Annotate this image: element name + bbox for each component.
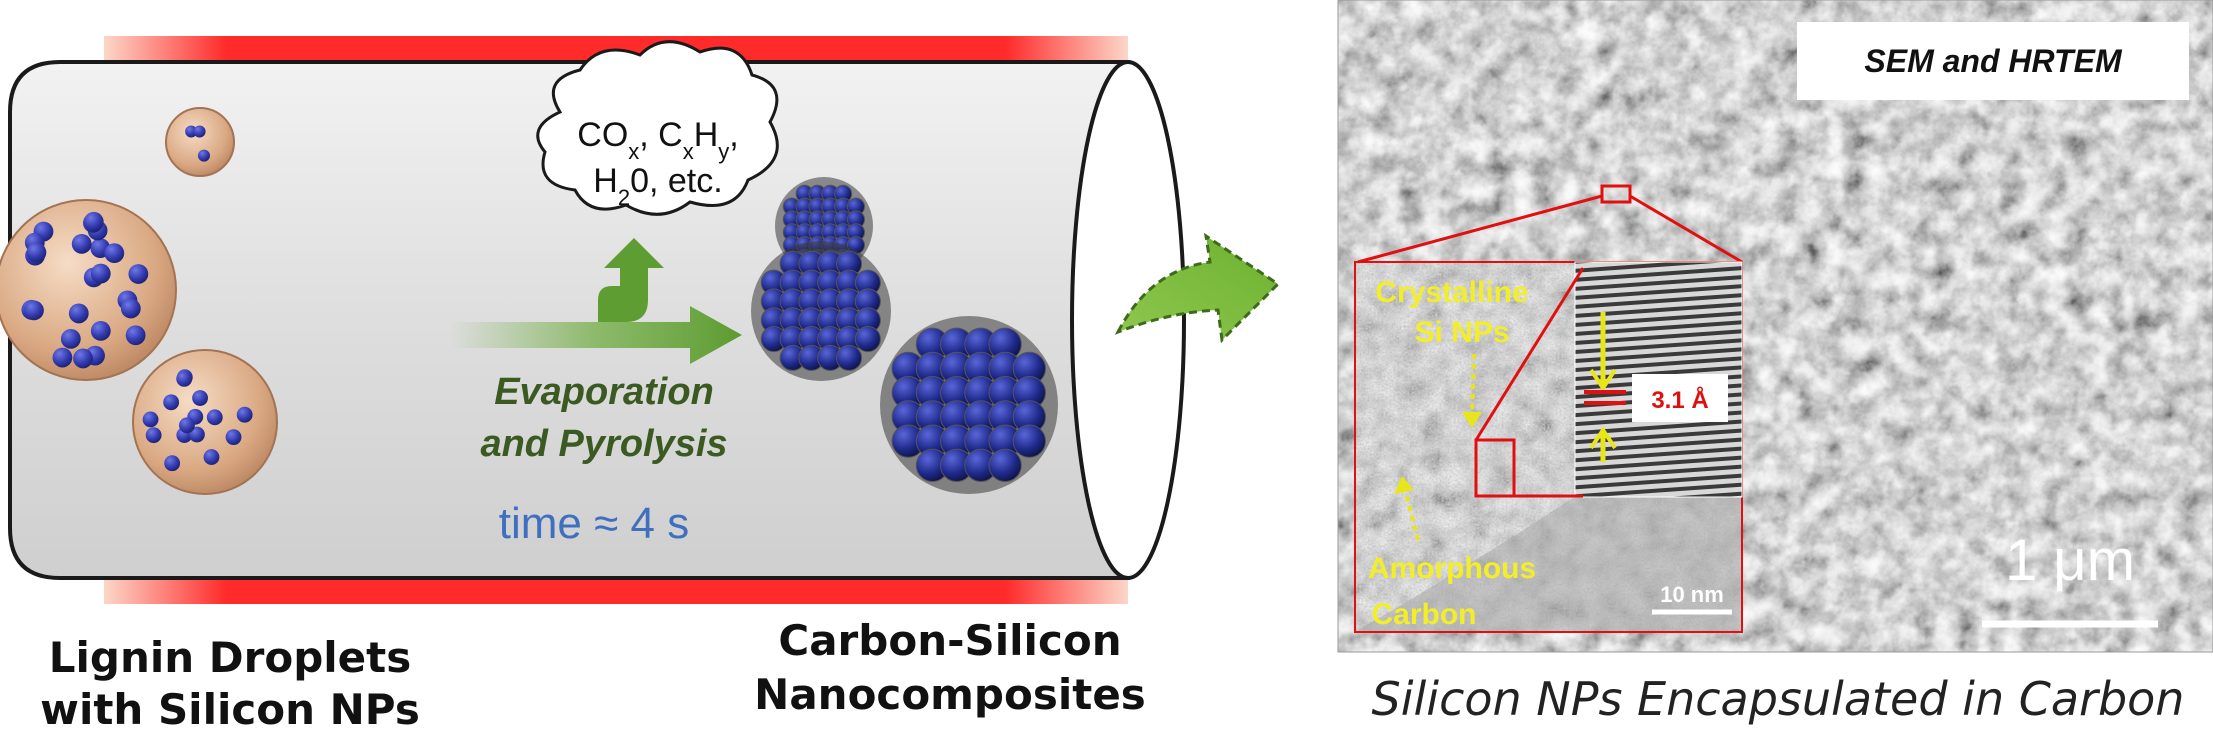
droplet	[132, 349, 278, 495]
silicon-np	[176, 370, 193, 387]
droplet	[0, 199, 177, 381]
lattice-label-box	[1632, 374, 1728, 422]
nanocomposites-label: Carbon-Silicon Nanocomposites	[740, 614, 1160, 722]
badge-box	[1797, 22, 2189, 100]
lignin-label-line-1: Lignin Droplets	[48, 633, 412, 682]
lignin-droplets-label: Lignin Droplets with Silicon NPs	[40, 632, 420, 736]
nanocomposite-cluster	[751, 241, 891, 381]
crystalline-pointer	[1470, 353, 1476, 419]
process-arrow	[450, 306, 742, 364]
zoom-line-left	[1357, 194, 1603, 264]
silicon-np	[164, 455, 181, 472]
lignin-label-line-2: with Silicon NPs	[40, 685, 420, 734]
silicon-np	[206, 409, 223, 426]
gas-release-arrow	[598, 238, 664, 322]
scale-label-small: 10 nm	[1660, 582, 1724, 607]
process-time: time ≈ 4 s	[499, 499, 689, 548]
silicon-np	[71, 233, 92, 254]
bottom-heater	[104, 578, 1128, 604]
silicon-np	[90, 263, 111, 284]
silicon-np	[179, 417, 195, 434]
cloud-line-1: COx, CxHy,	[577, 116, 738, 164]
droplet	[165, 107, 235, 177]
silicon-np	[104, 243, 125, 264]
silicon-np	[73, 348, 93, 369]
zoom-line-right	[1629, 194, 1743, 264]
nanocomposite-clusters	[751, 177, 1058, 494]
silicon-np	[128, 264, 149, 284]
cloud-line-2: H20, etc.	[593, 162, 722, 210]
silicon-np	[185, 125, 198, 138]
nanocomposites-label-line-1: Carbon-Silicon	[778, 616, 1122, 665]
amorphous-label-1: Amorphous	[1368, 552, 1536, 585]
lattice-spacing-label: 3.1 Å	[1651, 386, 1708, 414]
silicon-np	[197, 149, 210, 162]
silicon-np	[26, 242, 47, 263]
process-line-2: and Pyrolysis	[480, 423, 727, 465]
gas-cloud	[536, 40, 779, 216]
scale-label-large: 1 μm	[2005, 528, 2135, 593]
nanocomposites-label-line-2: Nanocomposites	[754, 670, 1146, 719]
micrograph-caption: Silicon NPs Encapsulated in Carbon	[1371, 672, 2185, 726]
silicon-np	[83, 211, 104, 232]
silicon-np	[163, 394, 180, 411]
silicon-np	[68, 303, 89, 324]
silicon-np	[142, 411, 159, 428]
micrograph-badge: SEM and HRTEM	[1864, 43, 2123, 79]
silicon-np	[120, 298, 141, 319]
silicon-np	[203, 449, 220, 466]
silicon-np	[189, 426, 205, 443]
fringe-source-box	[1474, 438, 1516, 498]
nanocomposite-cluster	[880, 316, 1058, 494]
zoom-region	[1600, 184, 1632, 204]
silicon-np	[52, 347, 73, 368]
silicon-np	[90, 321, 111, 341]
process-line-1: Evaporation	[494, 371, 714, 413]
silicon-np	[24, 300, 44, 321]
silicon-np	[193, 125, 206, 138]
amorphous-label-2: Carbon	[1372, 598, 1477, 631]
silicon-np	[192, 390, 208, 406]
silicon-np	[60, 328, 81, 349]
crystalline-label-2: Si NPs	[1414, 316, 1509, 349]
crystalline-label-1: Crystalline	[1375, 276, 1528, 309]
silicon-np	[125, 325, 146, 346]
silicon-np	[236, 406, 253, 423]
silicon-np	[225, 429, 242, 446]
fringe-line-upper	[1474, 267, 1585, 441]
silicon-np	[145, 427, 162, 444]
lignin-droplets	[0, 107, 278, 495]
transfer-arrow	[1114, 232, 1281, 344]
